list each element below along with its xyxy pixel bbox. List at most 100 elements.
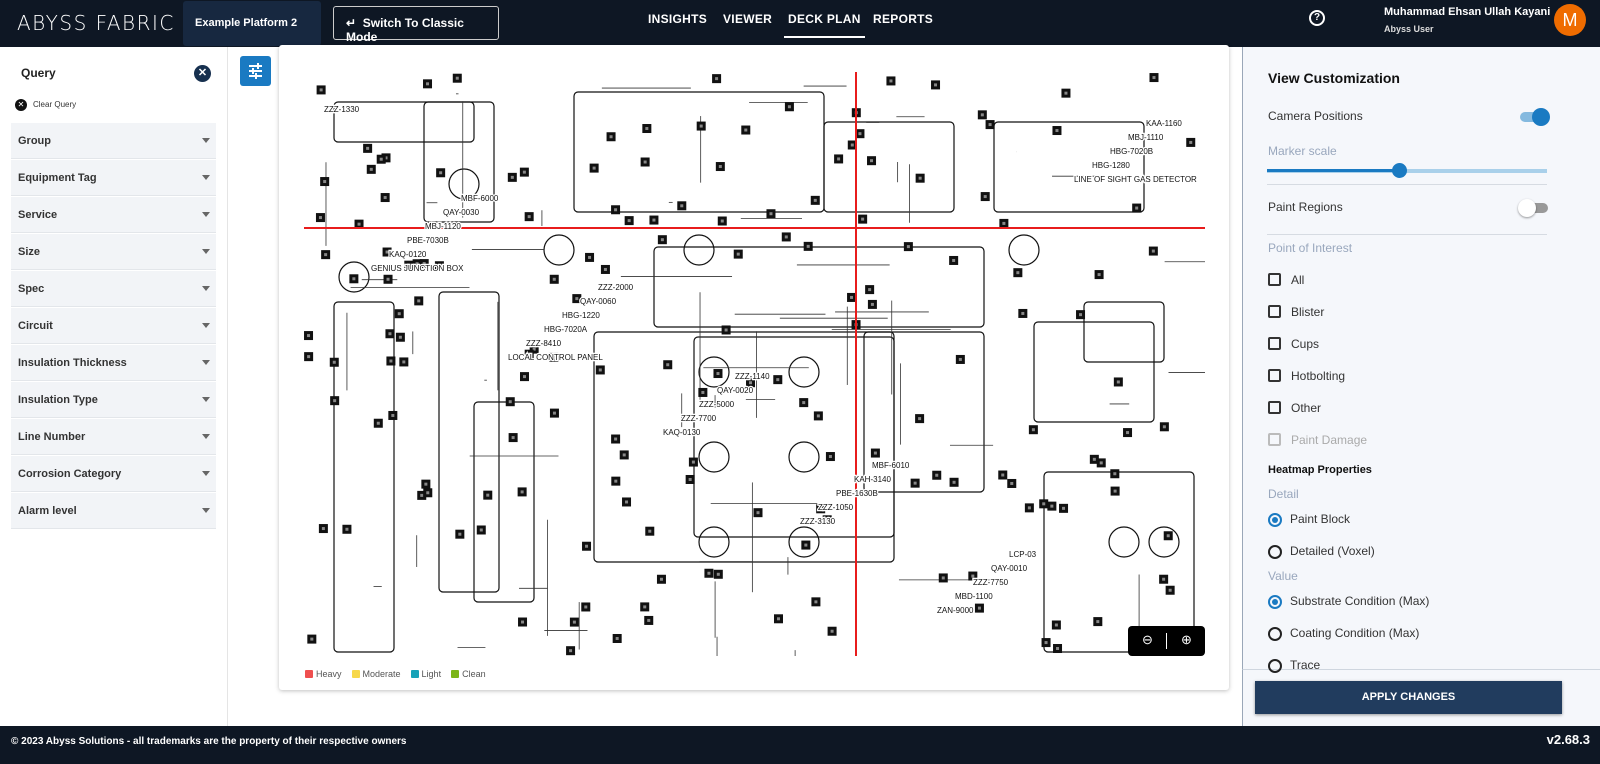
camera-marker-dot	[645, 127, 649, 131]
filter-circuit[interactable]: Circuit	[11, 308, 216, 344]
camera-marker-dot	[680, 204, 684, 208]
radio-detailed-voxel-[interactable]	[1268, 545, 1282, 559]
equipment-label: MBF-6010	[872, 461, 910, 470]
return-arrow-icon: ↵	[346, 16, 363, 30]
camera-positions-toggle[interactable]	[1520, 108, 1550, 126]
vessel-circle	[338, 261, 370, 293]
equipment-outline	[993, 121, 1145, 213]
checkbox-blister[interactable]	[1268, 305, 1281, 318]
equipment-outline	[593, 331, 895, 563]
legend-label: Heavy	[316, 669, 342, 679]
filter-label: Insulation Thickness	[18, 357, 127, 369]
camera-marker-dot	[455, 76, 459, 80]
filter-insulation-thickness[interactable]: Insulation Thickness	[11, 345, 216, 381]
chevron-down-icon	[202, 323, 210, 328]
camera-marker-dot	[983, 195, 987, 199]
avatar[interactable]: M	[1554, 4, 1586, 36]
camera-marker-dot	[691, 460, 695, 464]
nav-reports[interactable]: REPORTS	[873, 12, 934, 26]
filter-equipment-tag[interactable]: Equipment Tag	[11, 160, 216, 196]
nav-insights[interactable]: INSIGHTS	[648, 12, 708, 26]
equipment-label: HBG-1220	[562, 311, 600, 320]
equipment-label: MBJ-1120	[425, 222, 461, 231]
camera-marker-dot	[1126, 431, 1130, 435]
camera-marker-dot	[913, 481, 917, 485]
equipment-label: ZZZ-1140	[735, 372, 770, 381]
marker-scale-label: Marker scale	[1268, 144, 1337, 158]
checkbox-hotbolting[interactable]	[1268, 369, 1281, 382]
camera-marker-dot	[652, 218, 656, 222]
camera-marker-dot	[569, 649, 573, 653]
camera-marker-dot	[958, 357, 962, 361]
filter-service[interactable]: Service	[11, 197, 216, 233]
vessel-circle	[1008, 234, 1040, 266]
camera-marker-dot	[952, 480, 956, 484]
camera-marker-dot	[614, 479, 618, 483]
camera-marker-dot	[379, 157, 383, 161]
checkbox-all[interactable]	[1268, 273, 1281, 286]
equipment-outline	[423, 101, 495, 223]
vessel-circle	[788, 356, 820, 388]
camera-marker-dot	[850, 143, 854, 147]
filter-insulation-type[interactable]: Insulation Type	[11, 382, 216, 418]
camera-marker-dot	[1021, 311, 1025, 315]
zoom-out-icon[interactable]: ⊖	[1142, 632, 1153, 647]
radio-label: Paint Block	[1290, 512, 1351, 526]
filter-settings-button[interactable]	[240, 56, 271, 86]
camera-marker-dot	[720, 219, 724, 223]
filter-corrosion-category[interactable]: Corrosion Category	[11, 456, 216, 492]
camera-marker-dot	[584, 605, 588, 609]
camera-marker-dot	[511, 436, 515, 440]
paint-regions-toggle[interactable]	[1518, 199, 1548, 217]
nav-viewer[interactable]: VIEWER	[723, 12, 773, 26]
checkbox-other[interactable]	[1268, 401, 1281, 414]
nav-deck-plan[interactable]: DECK PLAN	[784, 12, 865, 38]
legend-swatch	[305, 670, 313, 678]
poi-label: Cups	[1291, 337, 1320, 351]
camera-marker-dot	[971, 574, 975, 578]
camera-marker-dot	[572, 620, 576, 624]
camera-positions-label: Camera Positions	[1268, 109, 1363, 123]
filter-spec[interactable]: Spec	[11, 271, 216, 307]
legend-swatch	[410, 670, 419, 678]
camera-marker-dot	[527, 352, 531, 356]
apply-changes-button[interactable]: APPLY CHANGES	[1255, 681, 1562, 714]
radio-paint-block[interactable]	[1268, 513, 1282, 527]
radio-coating-condition-max-[interactable]	[1268, 627, 1282, 641]
camera-marker-dot	[1096, 620, 1100, 624]
camera-marker-dot	[585, 544, 589, 548]
clear-query-button[interactable]: ✕Clear Query	[15, 99, 76, 111]
camera-marker-dot	[486, 493, 490, 497]
platform-selector[interactable]: Example Platform 2	[183, 1, 321, 46]
logo[interactable]: ABYSS FABRIC	[17, 11, 175, 35]
camera-marker-dot	[977, 606, 981, 610]
close-query-icon[interactable]: ✕	[194, 65, 211, 82]
filter-group[interactable]: Group	[11, 123, 216, 159]
switch-classic-mode-button[interactable]: ↵ Switch To Classic Mode	[333, 6, 499, 44]
equipment-outline	[653, 246, 985, 328]
radio-trace[interactable]	[1268, 659, 1282, 673]
footer: © 2023 Abyss Solutions - all trademarks …	[0, 726, 1600, 764]
vessel-circle	[698, 526, 730, 558]
filter-line-number[interactable]: Line Number	[11, 419, 216, 455]
camera-marker-dot	[622, 453, 626, 457]
equipment-label: ZZZ-3130	[800, 517, 836, 526]
help-icon[interactable]: ?	[1309, 10, 1325, 26]
filter-size[interactable]: Size	[11, 234, 216, 270]
legend-swatch	[351, 670, 360, 678]
equipment-label: PBE-1630B	[836, 489, 878, 498]
camera-marker-dot	[1162, 425, 1166, 429]
marker-scale-slider[interactable]	[1267, 163, 1547, 178]
equipment-label: KAQ-0130	[663, 428, 701, 437]
zoom-in-icon[interactable]: ⊕	[1181, 632, 1192, 647]
camera-marker-dot	[527, 215, 531, 219]
filter-alarm-level[interactable]: Alarm level	[11, 493, 216, 529]
chevron-down-icon	[202, 212, 210, 217]
camera-marker-dot	[592, 166, 596, 170]
checkbox-cups[interactable]	[1268, 337, 1281, 350]
legend-swatch	[451, 670, 460, 678]
radio-substrate-condition-max-[interactable]	[1268, 595, 1282, 609]
camera-marker-dot	[522, 375, 526, 379]
camera-marker-dot	[319, 88, 323, 92]
